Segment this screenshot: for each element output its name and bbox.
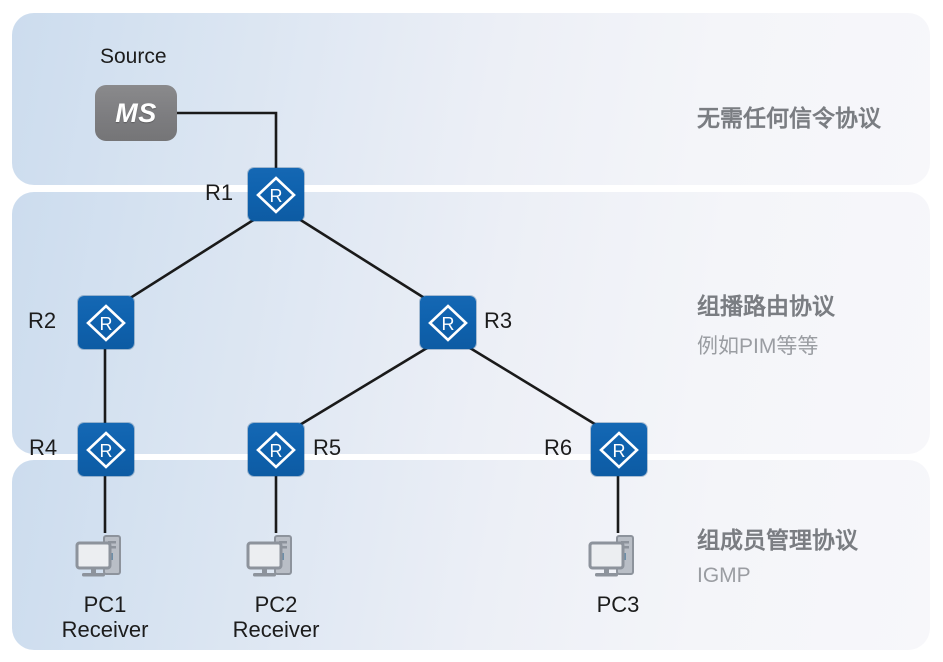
node-pc2[interactable] — [245, 532, 307, 584]
pc-icon[interactable] — [245, 532, 307, 584]
node-r2[interactable]: R — [78, 296, 134, 349]
router-icon[interactable]: R — [420, 296, 476, 349]
band-member-layer — [12, 460, 930, 650]
router-label-r5: R5 — [313, 435, 342, 460]
ms-label: MS — [115, 97, 157, 128]
pc2-role: Receiver — [232, 617, 320, 643]
link-r1-r3 — [298, 217, 427, 301]
router-label-r4: R4 — [29, 435, 58, 460]
router-icon[interactable]: R — [248, 423, 304, 476]
router-label-r1: R1 — [205, 180, 234, 205]
link-r3-r5 — [297, 346, 428, 428]
node-r5[interactable]: R — [248, 423, 304, 476]
node-r1[interactable]: R — [248, 168, 304, 221]
router-icon[interactable]: R — [248, 168, 304, 221]
router-icon[interactable]: R — [78, 423, 134, 476]
node-r6[interactable]: R — [591, 423, 647, 476]
node-r4[interactable]: R — [78, 423, 134, 476]
svg-text:R: R — [613, 441, 626, 461]
caption-pc2: PC2 Receiver — [206, 592, 346, 643]
pc2-name: PC2 — [254, 592, 298, 617]
link-r1-r2 — [126, 217, 256, 302]
node-pc1[interactable] — [74, 532, 136, 584]
caption-pc3: PC3 — [548, 592, 688, 617]
pc3-name: PC3 — [596, 592, 640, 617]
band-title-source-layer: 无需任何信令协议 — [697, 105, 881, 131]
pc-icon[interactable] — [587, 532, 649, 584]
node-pc3[interactable] — [587, 532, 649, 584]
svg-text:R: R — [100, 441, 113, 461]
ms-box[interactable]: MS — [95, 85, 177, 141]
source-label: Source — [100, 45, 167, 68]
band-title-routing-layer: 组播路由协议 — [697, 293, 835, 319]
router-label-r6: R6 — [544, 435, 573, 460]
link-ms-r1 — [167, 111, 278, 170]
pc1-role: Receiver — [61, 617, 149, 643]
link-r3-r6 — [469, 346, 599, 428]
band-title-member-layer: 组成员管理协议 — [697, 527, 858, 553]
router-icon[interactable]: R — [591, 423, 647, 476]
router-icon[interactable]: R — [78, 296, 134, 349]
svg-text:R: R — [270, 186, 283, 206]
band-subtitle-routing-layer: 例如PIM等等 — [697, 335, 819, 358]
svg-text:R: R — [100, 314, 113, 334]
band-subtitle-member-layer: IGMP — [697, 564, 751, 587]
pc-icon[interactable] — [74, 532, 136, 584]
router-label-r3: R3 — [484, 308, 513, 333]
pc1-name: PC1 — [83, 592, 127, 617]
caption-pc1: PC1 Receiver — [35, 592, 175, 643]
node-ms[interactable]: MS — [95, 85, 177, 141]
router-label-r2: R2 — [28, 308, 57, 333]
svg-text:R: R — [270, 441, 283, 461]
svg-text:R: R — [442, 314, 455, 334]
node-r3[interactable]: R — [420, 296, 476, 349]
